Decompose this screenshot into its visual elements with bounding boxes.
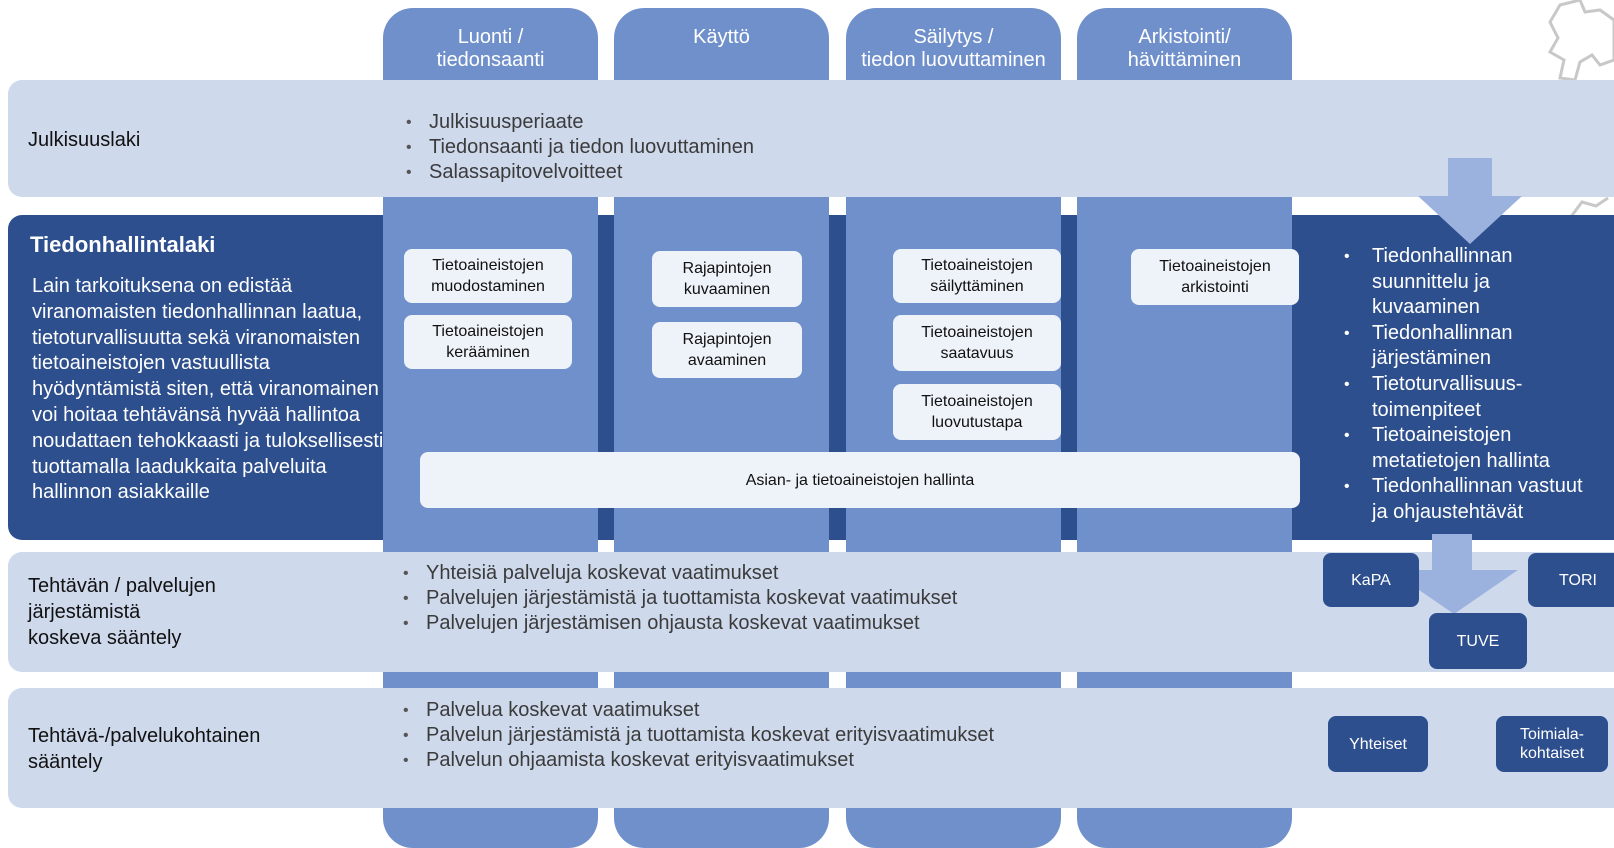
- column-title-arkistointi: Arkistointi/ hävittäminen: [1127, 26, 1242, 71]
- tag-toimialakohtaiset: Toimiala- kohtaiset: [1496, 716, 1608, 772]
- list-item: Palvelun järjestämistä ja tuottamista ko…: [398, 723, 994, 748]
- column-title-kaytto: Käyttö: [693, 26, 750, 48]
- arrow-down-icon: [1390, 534, 1518, 614]
- box-asian-ja-tietoaineistojen-hallinta: Asian- ja tietoaineistojen hallinta: [420, 452, 1300, 508]
- list-item: Tietoaineistojen metatietojen hallinta: [1338, 423, 1598, 474]
- tag-tori: TORI: [1528, 553, 1614, 607]
- box-keraaminen: Tietoaineistojen kerääminen: [404, 315, 572, 369]
- tiedonhallintalaki-description: Lain tarkoituksena on edistää viranomais…: [32, 275, 384, 504]
- list-item: Palvelujen järjestämisen ohjausta koskev…: [398, 611, 957, 636]
- column-title-sailytys: Säilytys / tiedon luovuttaminen: [861, 26, 1046, 71]
- tiedonhallintalaki-side-bullets: Tiedonhallinnan suunnittelu ja kuvaamine…: [1338, 244, 1598, 526]
- band-julkisuuslaki: [8, 80, 1614, 197]
- list-item: Palvelun ohjaamista koskevat erityisvaat…: [398, 748, 994, 773]
- band-title-tiedonhallintalaki: Tiedonhallintalaki: [30, 232, 216, 257]
- tag-tuve: TUVE: [1429, 613, 1527, 669]
- list-item: Julkisuusperiaate: [401, 110, 754, 135]
- list-item: Tiedonsaanti ja tiedon luovuttaminen: [401, 135, 754, 160]
- list-item: Salassapitovelvoitteet: [401, 160, 754, 185]
- list-item: Palvelujen järjestämistä ja tuottamista …: [398, 586, 957, 611]
- band-title-palvelukohtainen: Tehtävä-/palvelukohtainen sääntely: [28, 725, 261, 773]
- box-muodostaminen: Tietoaineistojen muodostaminen: [404, 249, 572, 303]
- box-luovutustapa: Tietoaineistojen luovutustapa: [893, 384, 1061, 440]
- list-item: Yhteisiä palveluja koskevat vaatimukset: [398, 561, 957, 586]
- band-title-julkisuuslaki: Julkisuuslaki: [28, 129, 141, 151]
- arrow-down-icon: [1418, 158, 1522, 244]
- box-rajapintojen-avaaminen: Rajapintojen avaaminen: [652, 322, 802, 378]
- box-rajapintojen-kuvaaminen: Rajapintojen kuvaaminen: [652, 251, 802, 307]
- palvelukohtainen-bullets: Palvelua koskevat vaatimukset Palvelun j…: [398, 698, 994, 773]
- column-title-luonti: Luonti / tiedonsaanti: [436, 26, 545, 71]
- box-sailyttaminen: Tietoaineistojen säilyttäminen: [893, 249, 1061, 303]
- list-item: Tietoturvallisuus-toimenpiteet: [1338, 372, 1598, 423]
- band-title-palvelujen-saantely: Tehtävän / palvelujen järjestämistä kosk…: [28, 575, 216, 649]
- palvelujen-saantely-bullets: Yhteisiä palveluja koskevat vaatimukset …: [398, 561, 957, 636]
- puzzle-decoration-icon: [1568, 196, 1609, 219]
- tag-kapa: KaPA: [1323, 553, 1419, 607]
- list-item: Tiedonhallinnan järjestäminen: [1338, 321, 1598, 372]
- box-arkistointi: Tietoaineistojen arkistointi: [1131, 249, 1299, 305]
- list-item: Palvelua koskevat vaatimukset: [398, 698, 994, 723]
- julkisuuslaki-bullets: Julkisuusperiaate Tiedonsaanti ja tiedon…: [401, 110, 754, 185]
- tag-yhteiset: Yhteiset: [1328, 716, 1428, 772]
- list-item: Tiedonhallinnan suunnittelu ja kuvaamine…: [1338, 244, 1598, 321]
- list-item: Tiedonhallinnan vastuut ja ohjaustehtävä…: [1338, 474, 1598, 525]
- box-saatavuus: Tietoaineistojen saatavuus: [893, 315, 1061, 371]
